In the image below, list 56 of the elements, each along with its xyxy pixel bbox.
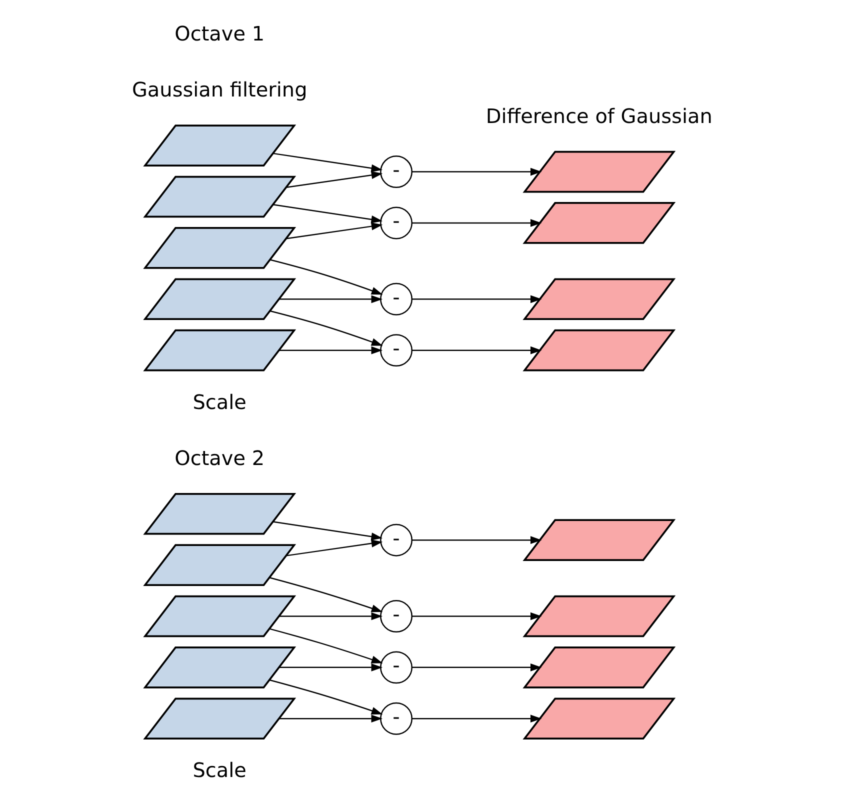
node-parallelogram <box>522 519 676 561</box>
arrow <box>412 346 542 354</box>
node-circle: - <box>380 334 413 367</box>
node-parallelogram <box>143 278 296 320</box>
label: Octave 2 <box>174 446 265 470</box>
node-parallelogram <box>522 202 676 244</box>
node-circle: - <box>380 524 413 556</box>
arrow <box>269 679 383 715</box>
arrow <box>273 152 383 172</box>
node-parallelogram <box>522 150 676 193</box>
node-parallelogram <box>143 544 296 586</box>
arrow <box>412 295 542 304</box>
node-circle: - <box>380 206 413 240</box>
arrow <box>269 628 383 664</box>
node-parallelogram <box>522 646 676 688</box>
arrow <box>412 714 542 723</box>
node-parallelogram <box>143 124 296 166</box>
label: Scale <box>192 758 246 782</box>
arrow <box>412 663 542 672</box>
arrow <box>279 346 383 354</box>
node-circle: - <box>380 600 413 632</box>
node-parallelogram <box>143 646 296 688</box>
arrow <box>286 540 383 556</box>
arrow <box>279 714 383 723</box>
node-parallelogram <box>522 698 676 740</box>
label: Octave 1 <box>174 21 265 46</box>
node-circle: - <box>380 651 413 684</box>
arrow <box>286 222 383 240</box>
arrow <box>279 612 383 620</box>
arrow <box>273 521 383 540</box>
node-circle: - <box>380 702 413 735</box>
node-parallelogram <box>143 595 296 638</box>
arrow <box>273 204 383 224</box>
arrow <box>270 310 383 346</box>
node-parallelogram <box>143 492 296 535</box>
node-circle: - <box>380 156 413 188</box>
node-parallelogram <box>143 329 296 372</box>
arrow <box>270 259 383 295</box>
arrow <box>412 219 542 227</box>
node-parallelogram <box>143 227 296 269</box>
node-parallelogram <box>522 329 676 372</box>
label: Gaussian filtering <box>132 78 308 102</box>
arrow <box>269 577 383 612</box>
node-parallelogram <box>522 595 676 638</box>
node-circle: - <box>380 282 413 316</box>
node-parallelogram <box>143 176 296 218</box>
node-parallelogram <box>522 278 676 320</box>
node-parallelogram <box>143 698 296 740</box>
arrow <box>286 171 383 188</box>
arrow <box>412 612 542 620</box>
arrow <box>279 295 383 304</box>
arrow <box>279 663 383 672</box>
label: Difference of Gaussian <box>486 104 712 128</box>
label: Scale <box>192 390 246 414</box>
arrow <box>412 536 542 544</box>
arrow <box>412 168 542 176</box>
